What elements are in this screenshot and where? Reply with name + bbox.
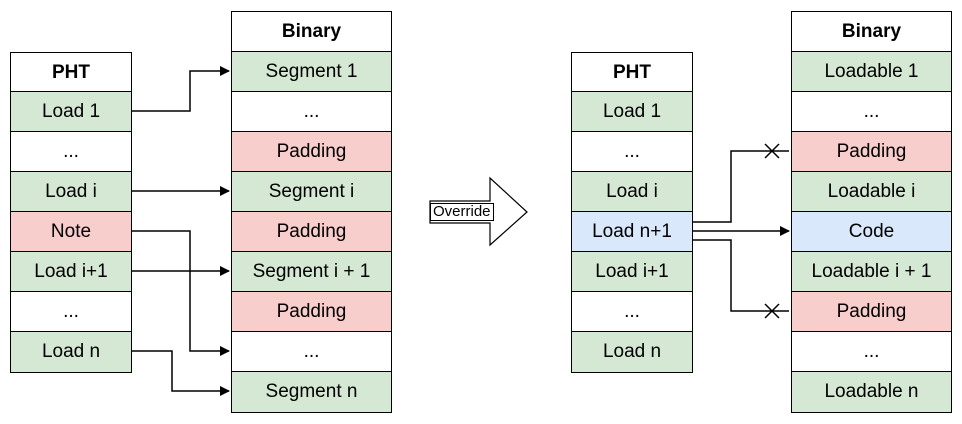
- left-pht-row: Load i+1: [10, 251, 132, 293]
- left-binary-row: ...: [231, 331, 392, 373]
- left-pht-row: ...: [10, 131, 132, 173]
- right-binary-row: Loadable 1: [791, 51, 952, 93]
- left-binary-row: Padding: [231, 211, 392, 253]
- left-binary-row: Segment i: [231, 171, 392, 213]
- override-arrow-shape: [429, 176, 528, 247]
- right-pht-row: Load i+1: [571, 251, 693, 293]
- right-pht-row: Load i: [571, 171, 693, 213]
- right-pht-row: Load 1: [571, 91, 693, 133]
- right-pht-row: Load n: [571, 331, 693, 373]
- line-loadn1-to-padding-top: [693, 150, 789, 223]
- arrow-loadn-to-segmentn: [132, 350, 230, 396]
- right-binary-row: ...: [791, 331, 952, 373]
- left-binary-row: Segment i + 1: [231, 251, 392, 293]
- left-binary-row: Segment n: [231, 371, 392, 413]
- line-loadn1-to-padding-bottom: [693, 239, 789, 312]
- left-binary-header: Binary: [231, 11, 392, 53]
- left-binary-row: Padding: [231, 291, 392, 333]
- arrow-load1-to-segment1: [132, 66, 230, 112]
- left-binary-row: Padding: [231, 131, 392, 173]
- left-pht-row: Note: [10, 211, 132, 253]
- cross-icon: [764, 303, 780, 319]
- right-pht-row: Load n+1: [571, 211, 693, 253]
- left-pht-row: ...: [10, 291, 132, 333]
- left-pht-row: Load n: [10, 331, 132, 373]
- right-binary-row: Loadable n: [791, 371, 952, 413]
- right-pht-row: ...: [571, 131, 693, 173]
- right-binary-row: ...: [791, 91, 952, 133]
- left-pht-header: PHT: [10, 52, 132, 94]
- arrow-note-to-ellipsis: [132, 230, 230, 356]
- right-binary-row: Padding: [791, 291, 952, 333]
- cross-icon: [764, 143, 780, 159]
- override-label: Override: [430, 203, 494, 221]
- right-binary-row: Loadable i: [791, 171, 952, 213]
- left-binary-row: Segment 1: [231, 51, 392, 93]
